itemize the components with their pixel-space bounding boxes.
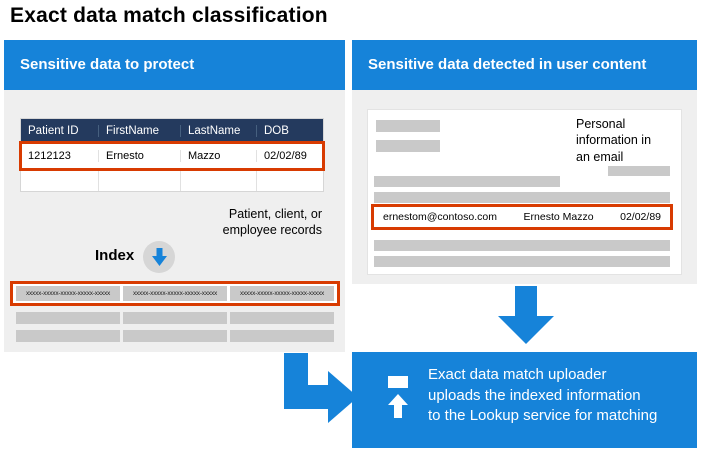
placeholder-bar bbox=[376, 140, 440, 152]
hash-cell: xxxxx-xxxxx-xxxxx-xxxxx-xxxxx bbox=[230, 286, 334, 301]
right-panel-header-label: Sensitive data detected in user content bbox=[368, 56, 647, 73]
match-email: ernestom@contoso.com bbox=[383, 211, 497, 223]
placeholder-bar bbox=[16, 330, 120, 342]
hash-cell: xxxxx-xxxxx-xxxxx-xxxxx-xxxxx bbox=[123, 286, 227, 301]
highlighted-patient-row: 1212123 Ernesto Mazzo 02/02/89 bbox=[19, 141, 325, 171]
dob-value: 02/02/89 bbox=[264, 150, 307, 162]
empty-cell bbox=[99, 169, 181, 191]
left-panel-header: Sensitive data to protect bbox=[4, 40, 345, 90]
bent-right-arrow-icon bbox=[284, 353, 358, 423]
placeholder-bar bbox=[376, 120, 440, 132]
down-arrow-icon bbox=[498, 286, 554, 344]
hash-row: xxxxx-xxxxx-xxxxx-xxxxx-xxxxx xxxxx-xxxx… bbox=[16, 286, 334, 301]
placeholder-bar bbox=[230, 312, 334, 324]
empty-table-row bbox=[21, 169, 323, 191]
email-document: Personal information in an email ernesto… bbox=[368, 110, 681, 274]
uploader-line: uploads the indexed information bbox=[428, 386, 641, 404]
upload-icon bbox=[388, 376, 408, 418]
uploader-line: Exact data match uploader bbox=[428, 366, 607, 383]
left-panel-header-label: Sensitive data to protect bbox=[20, 56, 195, 73]
table-header-dob: DOB bbox=[264, 125, 289, 137]
highlighted-hash-row: xxxxx-xxxxx-xxxxx-xxxxx-xxxxx xxxxx-xxxx… bbox=[10, 281, 340, 306]
placeholder-bar bbox=[374, 256, 670, 267]
uploader-line: to the Lookup service for matching bbox=[428, 407, 658, 425]
index-label: Index bbox=[95, 247, 135, 264]
placeholder-bar bbox=[608, 166, 670, 176]
index-arrow-circle bbox=[143, 241, 175, 273]
panel-sensitive-data-detected: Sensitive data detected in user content … bbox=[352, 40, 697, 284]
table-header-lastname: LastName bbox=[181, 125, 257, 137]
uploader-description: Exact data match uploader uploads the in… bbox=[428, 365, 690, 427]
table-header-firstname: FirstName bbox=[99, 125, 181, 137]
hash-cell: xxxxx-xxxxx-xxxxx-xxxxx-xxxxx bbox=[16, 286, 120, 301]
right-panel-header: Sensitive data detected in user content bbox=[352, 40, 697, 90]
highlighted-match-row: ernestom@contoso.com Ernesto Mazzo 02/02… bbox=[371, 204, 673, 230]
placeholder-bar bbox=[230, 330, 334, 342]
match-dob: 02/02/89 bbox=[620, 211, 661, 223]
index-down-arrow-icon bbox=[151, 248, 167, 266]
table-header-row: Patient ID FirstName LastName DOB bbox=[21, 119, 323, 143]
patient-records-table: Patient ID FirstName LastName DOB 121212… bbox=[19, 118, 325, 192]
match-name: Ernesto Mazzo bbox=[523, 211, 594, 223]
empty-cell bbox=[257, 169, 323, 191]
indexed-hash-table: xxxxx-xxxxx-xxxxx-xxxxx-xxxxx xxxxx-xxxx… bbox=[10, 281, 340, 342]
email-note: Personal information in an email bbox=[576, 117, 652, 164]
placeholder-bar bbox=[16, 312, 120, 324]
table-caption: Patient, client, or employee records bbox=[222, 207, 322, 238]
panel-sensitive-data-to-protect: Sensitive data to protect Patient ID Fir… bbox=[4, 40, 345, 352]
placeholder-bar bbox=[374, 176, 560, 187]
firstname-value: Ernesto bbox=[99, 150, 181, 162]
placeholder-bar bbox=[123, 330, 227, 342]
diagram-title: Exact data match classification bbox=[10, 4, 328, 27]
hash-placeholder-row bbox=[10, 330, 340, 342]
hash-placeholder-row bbox=[10, 312, 340, 324]
empty-cell bbox=[21, 169, 99, 191]
table-header-patient-id: Patient ID bbox=[21, 125, 99, 137]
placeholder-bar bbox=[374, 192, 670, 203]
placeholder-bar bbox=[123, 312, 227, 324]
edm-uploader-box: Exact data match uploader uploads the in… bbox=[352, 352, 697, 448]
placeholder-bar bbox=[374, 240, 670, 251]
lastname-value: Mazzo bbox=[181, 150, 257, 162]
empty-cell bbox=[181, 169, 257, 191]
patient-id-value: 1212123 bbox=[21, 150, 99, 162]
